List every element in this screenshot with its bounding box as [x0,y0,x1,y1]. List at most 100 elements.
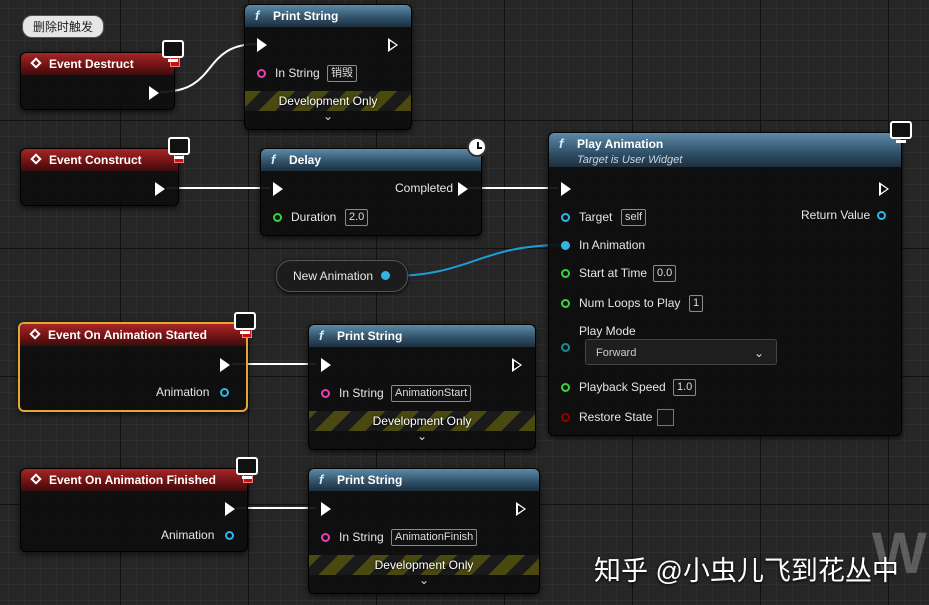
animation-pin[interactable] [225,531,234,540]
node-header: f Delay [261,149,481,171]
node-title: Event On Animation Started [48,328,207,342]
node-header: Event Construct [21,149,184,171]
exec-out-pin[interactable] [220,358,230,372]
exec-out-pin[interactable] [149,86,159,100]
in-string-field[interactable]: AnimationStart [391,385,472,402]
event-icon [29,328,41,340]
event-on-animation-started-node[interactable]: Event On Animation Started Animation [18,322,252,412]
playback-speed-pin[interactable] [561,383,570,392]
net-mode-icon [890,121,912,143]
watermark-text: 知乎 @小虫儿飞到花丛中 [594,556,899,586]
play-mode-dropdown[interactable]: Forward ⌄ [585,339,777,365]
node-header: f Print String [309,325,535,347]
in-animation-pin[interactable] [561,241,570,250]
exec-out-pin[interactable] [516,502,526,516]
restore-state-pin[interactable] [561,413,570,422]
num-loops-label: Num Loops to Play [579,296,681,310]
duration-label: Duration [291,210,337,224]
exec-out-pin[interactable] [879,182,889,196]
exec-in-pin[interactable] [321,358,331,372]
function-icon: f [271,152,276,167]
in-animation-label: In Animation [579,238,646,252]
comment-bubble[interactable]: 删除时触发 [22,15,105,38]
comment-text: 删除时触发 [33,20,94,34]
in-string-label: In String [339,530,384,544]
event-construct-node[interactable]: Event Construct [20,148,184,206]
event-destruct-node[interactable]: Event Destruct [20,52,180,110]
num-loops-field[interactable]: 1 [689,295,704,312]
function-icon: f [319,328,324,343]
string-pin[interactable] [321,533,330,542]
duration-field[interactable]: 2.0 [345,209,369,226]
exec-in-pin[interactable] [561,182,571,196]
chevron-down-icon: ⌄ [753,346,764,360]
play-animation-node[interactable]: f Play Animation Target is User Widget T… [548,132,902,436]
variable-label: New Animation [293,269,374,283]
start-time-field[interactable]: 0.0 [653,265,677,282]
event-icon [30,473,42,485]
node-subtitle: Target is User Widget [577,154,683,166]
playback-speed-label: Playback Speed [579,380,666,394]
float-pin[interactable] [273,213,282,222]
exec-out-pin[interactable] [155,182,165,196]
start-time-label: Start at Time [579,266,648,280]
chevron-down-icon[interactable]: ⌄ [416,429,428,443]
play-mode-label: Play Mode [579,324,636,338]
exec-out-pin[interactable] [225,502,235,516]
string-pin[interactable] [321,389,330,398]
development-only-banner: Development Only [309,411,535,431]
target-pin[interactable] [561,213,570,222]
delay-node[interactable]: f Delay Completed Duration 2.0 [260,148,482,236]
node-title: Print String [337,473,403,487]
return-value-pin[interactable] [877,211,886,220]
in-string-label: In String [275,66,320,80]
exec-out-pin[interactable] [458,182,468,196]
node-title: Play Animation [577,137,664,151]
print-string-node[interactable]: f Print String In String AnimationStart … [308,324,536,450]
development-only-banner: Development Only [309,555,539,575]
string-pin[interactable] [257,69,266,78]
in-string-label: In String [339,386,384,400]
clock-icon [467,137,487,157]
print-string-node[interactable]: f Print String In String AnimationFinish… [308,468,540,594]
event-icon [30,57,42,69]
net-mode-icon [236,457,258,479]
num-loops-pin[interactable] [561,299,570,308]
exec-out-pin[interactable] [388,38,398,52]
node-header: Event On Animation Finished [21,469,253,491]
start-time-pin[interactable] [561,269,570,278]
net-mode-icon [234,312,256,334]
exec-in-pin[interactable] [273,182,283,196]
exec-in-pin[interactable] [257,38,267,52]
node-header: f Print String [309,469,539,491]
event-on-animation-finished-node[interactable]: Event On Animation Finished Animation [20,468,253,552]
new-animation-variable-node[interactable]: New Animation [276,260,408,292]
target-field[interactable]: self [621,209,647,226]
node-header: Event On Animation Started [20,324,252,346]
node-title: Event Destruct [49,57,134,71]
in-string-field[interactable]: 销毁 [327,65,357,82]
node-title: Delay [289,153,322,167]
restore-state-checkbox[interactable] [657,409,674,426]
target-label: Target [579,210,613,224]
object-out-pin[interactable] [381,271,390,280]
function-icon: f [559,136,564,151]
node-title: Print String [337,329,403,343]
play-mode-pin[interactable] [561,343,570,352]
print-string-node[interactable]: f Print String In String 销毁 Development … [244,4,412,130]
animation-pin[interactable] [220,388,229,397]
function-icon: f [255,8,260,23]
watermark-logo: W [872,521,927,586]
development-only-banner: Development Only [245,91,411,111]
in-string-field[interactable]: AnimationFinish [391,529,478,546]
chevron-down-icon[interactable]: ⌄ [418,573,430,587]
play-mode-value: Forward [596,347,637,359]
playback-speed-field[interactable]: 1.0 [673,379,697,396]
net-mode-icon [162,40,184,62]
chevron-down-icon[interactable]: ⌄ [322,109,334,123]
restore-state-label: Restore State [579,410,653,424]
exec-out-pin[interactable] [512,358,522,372]
node-header: f Print String [245,5,411,27]
function-icon: f [319,472,324,487]
exec-in-pin[interactable] [321,502,331,516]
